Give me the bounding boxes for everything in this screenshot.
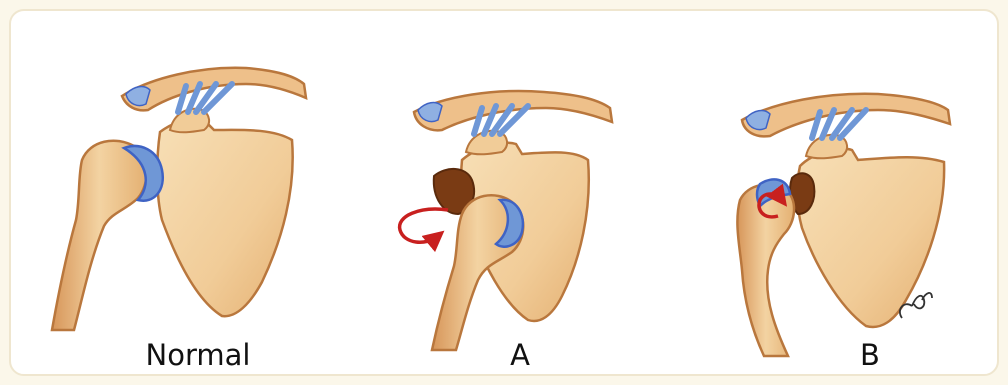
caption-normal: Normal [118, 338, 278, 372]
caption-b: B [790, 338, 950, 372]
caption-a: A [440, 338, 600, 372]
